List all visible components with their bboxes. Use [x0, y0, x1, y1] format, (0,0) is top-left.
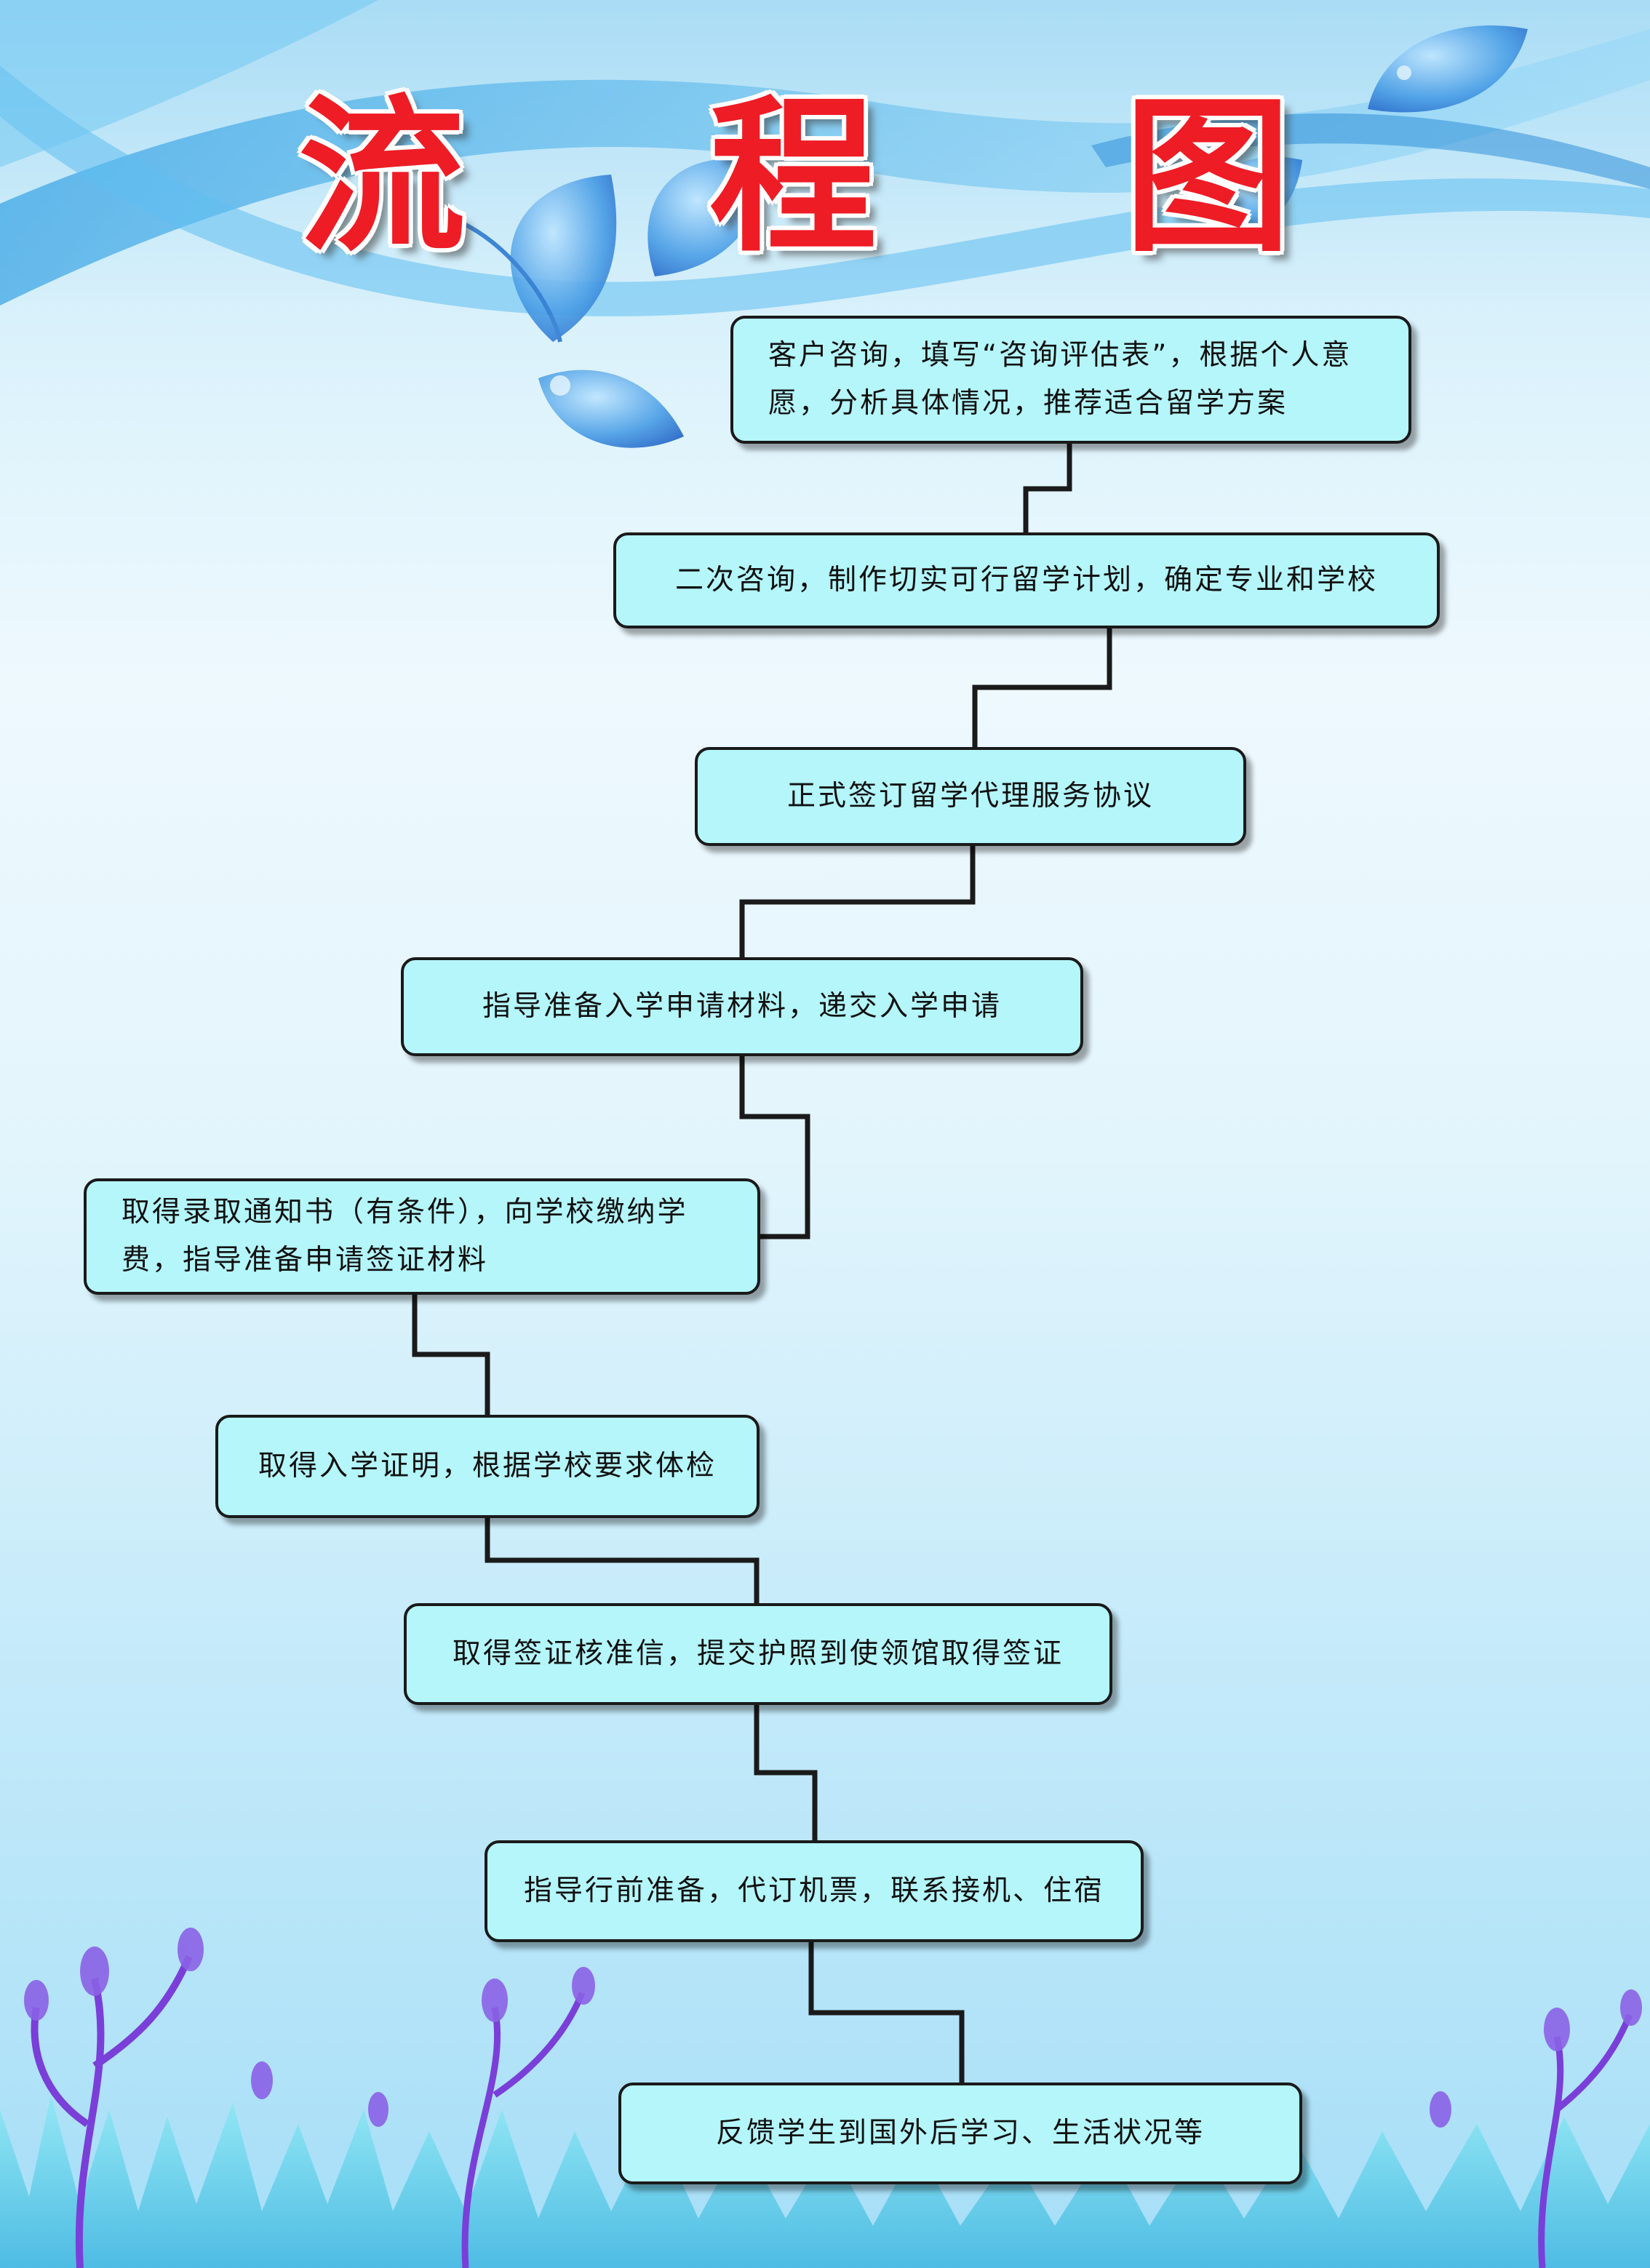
step-2-text: 二次咨询，制作切实可行留学计划，确定专业和学校 — [674, 564, 1378, 596]
connector-1-2 — [1023, 444, 1072, 532]
step-3-box: 正式签订留学代理服务协议 — [695, 747, 1246, 846]
step-3-text: 正式签订留学代理服务协议 — [786, 780, 1154, 812]
connector-3-4 — [739, 846, 976, 957]
step-7-box: 取得签证核准信，提交护照到使领馆取得签证 — [404, 1603, 1112, 1705]
connector-4-5 — [739, 1056, 810, 1239]
swoosh-shape — [0, 65, 1650, 316]
step-1-box: 客户咨询，填写“咨询评估表”，根据个人意愿，分析具体情况，推荐适合留学方案 — [730, 316, 1411, 444]
connector-5-6 — [412, 1295, 490, 1415]
connector-2-3 — [972, 628, 1112, 747]
step-1-text: 客户咨询，填写“咨询评估表”，根据个人意愿，分析具体情况，推荐适合留学方案 — [768, 339, 1352, 420]
step-2-box: 二次咨询，制作切实可行留学计划，确定专业和学校 — [613, 532, 1440, 628]
step-6-text: 取得入学证明，根据学校要求体检 — [258, 1450, 717, 1482]
swoosh-shape — [0, 29, 1650, 306]
step-8-box: 指导行前准备，代订机票，联系接机、住宿 — [485, 1840, 1144, 1942]
connector-7-8 — [754, 1705, 818, 1840]
step-4-text: 指导准备入学申请材料，递交入学申请 — [482, 990, 1002, 1023]
title-char-2: 程 — [709, 81, 877, 275]
title-char-3: 图 — [1124, 81, 1292, 275]
step-9-text: 反馈学生到国外后学习、生活状况等 — [715, 2117, 1205, 2149]
step-7-text: 取得签证核准信，提交护照到使领馆取得签证 — [452, 1637, 1064, 1670]
step-6-box: 取得入学证明，根据学校要求体检 — [215, 1415, 760, 1518]
connector-8-9 — [808, 1942, 965, 2083]
title-char-1: 流 — [298, 81, 466, 275]
step-4-box: 指导准备入学申请材料，递交入学申请 — [401, 957, 1083, 1056]
connector-6-7 — [485, 1518, 760, 1603]
swoosh-shape — [0, 0, 378, 167]
step-5-box: 取得录取通知书（有条件），向学校缴纳学费，指导准备申请签证材料 — [84, 1178, 760, 1295]
swoosh-shape — [1091, 113, 1650, 189]
leaf-decoration — [450, 25, 1528, 448]
step-9-box: 反馈学生到国外后学习、生活状况等 — [618, 2083, 1302, 2184]
step-5-text: 取得录取通知书（有条件），向学校缴纳学费，指导准备申请签证材料 — [121, 1196, 688, 1277]
step-8-text: 指导行前准备，代订机票，联系接机、住宿 — [523, 1874, 1104, 1907]
